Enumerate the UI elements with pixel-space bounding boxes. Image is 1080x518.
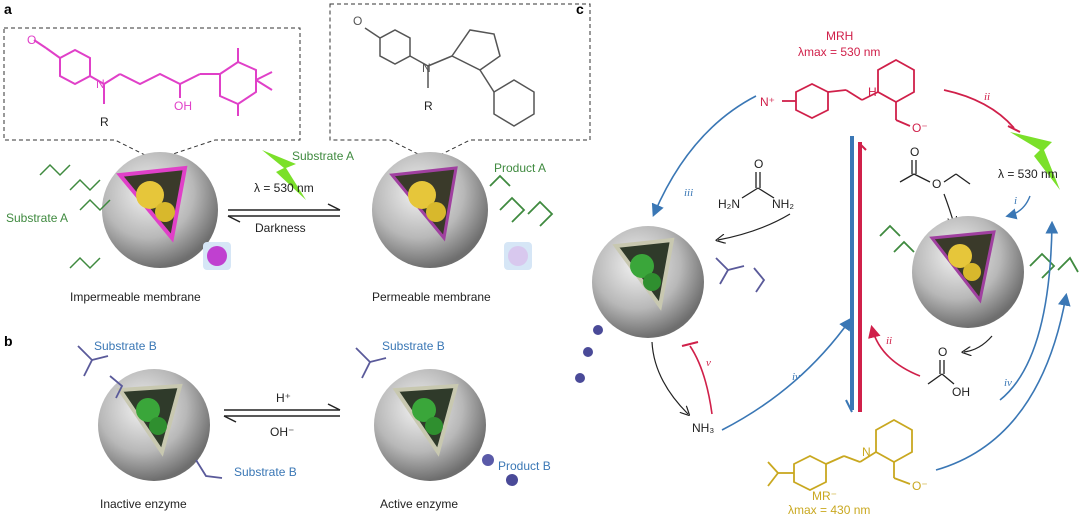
- mrh-structure: [782, 58, 915, 127]
- arrow-ii-top: [943, 89, 1015, 129]
- urea-structure: [741, 172, 775, 199]
- right-structure-box: O N R: [329, 3, 591, 161]
- left-struct-r: R: [100, 115, 109, 129]
- ester-o-top: O: [910, 145, 919, 159]
- capsule-c-right: [912, 216, 1024, 328]
- light-label-a: λ = 530 nm: [254, 181, 314, 195]
- urea-o: O: [754, 157, 763, 171]
- caption-impermeable: Impermeable membrane: [70, 290, 201, 304]
- acid-arrow: [964, 335, 993, 352]
- urea-arrow: [718, 213, 791, 240]
- substrate-b-molecules-right: [355, 347, 387, 379]
- arrow-v: [689, 345, 713, 415]
- substrate-b-molecules-left: [77, 345, 223, 479]
- mrh-n-plus: N⁺: [760, 95, 775, 109]
- product-b-dot-2: [506, 474, 518, 486]
- capsule-inactive: [98, 369, 210, 481]
- panel-label-a: a: [4, 1, 12, 17]
- substrate-b-left-bottom-label: Substrate B: [234, 465, 297, 479]
- equilibrium-arrows-b: [223, 403, 341, 423]
- product-dot-c-2: [583, 347, 593, 357]
- substrate-a-molecules-left: [39, 163, 111, 270]
- mrh-carboxylate: O⁻: [912, 121, 928, 135]
- ester-o-bridge: O: [932, 177, 941, 191]
- equilibrium-arrows-a: [227, 203, 341, 223]
- mr-n: N: [862, 445, 871, 459]
- capsule-active: [374, 369, 486, 481]
- acetic-oh: OH: [952, 385, 970, 399]
- nh3-label: NH₃: [692, 421, 714, 435]
- urea-nh2: NH₂: [772, 197, 794, 211]
- arrow-i: [1005, 195, 1031, 220]
- acid-label: H⁺: [276, 391, 291, 405]
- product-molecules-c: [879, 224, 1079, 279]
- base-label: OH⁻: [270, 425, 294, 439]
- roman-iii: iii: [684, 187, 693, 199]
- acetic-acid-structure: [927, 360, 955, 385]
- right-struct-o-methoxy: O: [353, 14, 362, 28]
- arrow-bottom-right: [935, 292, 1071, 471]
- product-dot-c-1: [593, 325, 603, 335]
- roman-i: i: [1014, 195, 1017, 207]
- roman-v: v: [706, 357, 711, 369]
- vial-magenta-liquid: [207, 246, 227, 266]
- roman-iv-right: iv: [1004, 377, 1012, 389]
- substrate-b-right-label: Substrate B: [382, 339, 445, 353]
- arrow-v-bar: [681, 341, 699, 347]
- panel-label-c: c: [576, 1, 584, 17]
- substrate-b-left-top-label: Substrate B: [94, 339, 157, 353]
- roman-ii-top: ii: [984, 91, 990, 103]
- arrow-ii-top-bar: [1007, 125, 1021, 133]
- arrow-iv-right: [999, 220, 1059, 401]
- central-arrow-blue-head: [845, 399, 853, 413]
- capsule-c-left: [592, 226, 704, 338]
- arrow-iii: [651, 95, 757, 217]
- roman-iv-left: iv: [792, 371, 800, 383]
- central-arrow-red-head: [859, 143, 867, 151]
- panel-label-b: b: [4, 333, 13, 349]
- substrate-a-left-label: Substrate A: [6, 211, 68, 225]
- substrate-a-top-label: Substrate A: [292, 149, 354, 163]
- mrh-label: MRH: [826, 29, 853, 43]
- light-label-c: λ = 530 nm: [998, 167, 1058, 181]
- darkness-label: Darkness: [255, 221, 306, 235]
- right-struct-r: R: [424, 99, 433, 113]
- mrh-hn: H: [868, 85, 877, 99]
- roman-ii-mid: ii: [886, 335, 892, 347]
- right-struct-n: N: [422, 61, 431, 75]
- product-dot-c-3: [575, 373, 585, 383]
- caption-active: Active enzyme: [380, 497, 458, 511]
- caption-permeable: Permeable membrane: [372, 290, 491, 304]
- left-struct-o-methoxy: O: [27, 33, 36, 47]
- urea-h2n: H₂N: [718, 197, 740, 211]
- left-struct-n: N: [96, 77, 105, 91]
- vial-pale-liquid: [508, 246, 528, 266]
- arrow-iv-left: [721, 317, 852, 431]
- arrow-ii-mid: [868, 324, 921, 377]
- left-structure-box: O N R OH: [3, 27, 301, 161]
- light-bolt-c: [1010, 132, 1060, 190]
- product-b-label: Product B: [498, 459, 551, 473]
- mr-lambda-label: λmax = 430 nm: [788, 503, 870, 517]
- left-struct-oh: OH: [174, 99, 192, 113]
- acetic-o: O: [938, 345, 947, 359]
- ammonia-arrow: [651, 341, 688, 414]
- mr-carboxylate: O⁻: [912, 479, 928, 493]
- capsule-impermeable: [102, 152, 218, 268]
- light-bolt-a: [262, 150, 306, 200]
- substrate-c-molecules: [715, 257, 766, 293]
- mr-label: MR⁻: [812, 489, 837, 503]
- mrh-lambda-label: λmax = 530 nm: [798, 45, 880, 59]
- product-a-molecules: [489, 174, 554, 227]
- product-b-dot-1: [482, 454, 494, 466]
- ester-structure: [899, 160, 971, 185]
- mr-structure: [767, 418, 913, 492]
- caption-inactive: Inactive enzyme: [100, 497, 187, 511]
- capsule-permeable: [372, 152, 488, 268]
- product-a-label: Product A: [494, 161, 546, 175]
